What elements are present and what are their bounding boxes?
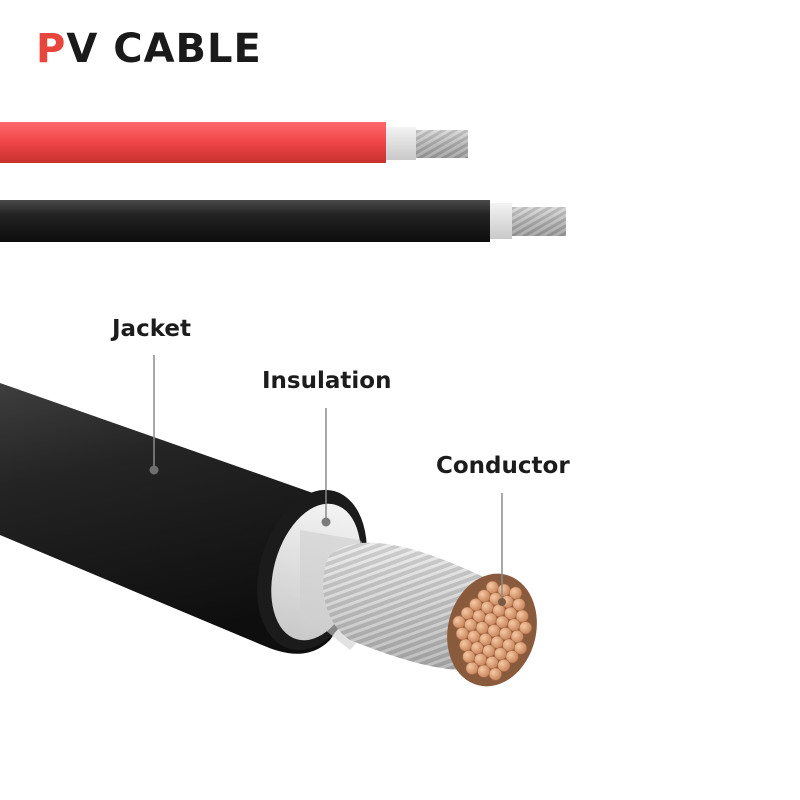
copper-strand — [477, 664, 491, 678]
copper-strand — [455, 627, 469, 641]
callout-jacket — [149, 355, 159, 475]
copper-strand — [452, 615, 466, 629]
copper-strand — [505, 650, 519, 664]
label-jacket: Jacket — [112, 316, 191, 342]
label-conductor: Conductor — [436, 453, 570, 479]
black-cable — [0, 200, 566, 242]
copper-strand — [488, 667, 502, 681]
title-rest: V CABLE — [66, 26, 262, 72]
copper-strands — [452, 580, 532, 681]
copper-strand — [513, 641, 527, 655]
label-insulation: Insulation — [262, 368, 392, 394]
copper-strand — [462, 650, 476, 664]
copper-strand — [459, 638, 473, 652]
copper-strand — [518, 621, 532, 635]
title-accent-letter: P — [36, 26, 67, 72]
red-cable — [0, 122, 468, 163]
cable-cross-section — [0, 383, 537, 687]
copper-strand — [497, 658, 511, 672]
page-title: PV CABLE — [36, 26, 262, 72]
copper-strand — [465, 661, 479, 675]
callout-insulation — [321, 408, 331, 527]
callout-conductor — [498, 493, 506, 606]
